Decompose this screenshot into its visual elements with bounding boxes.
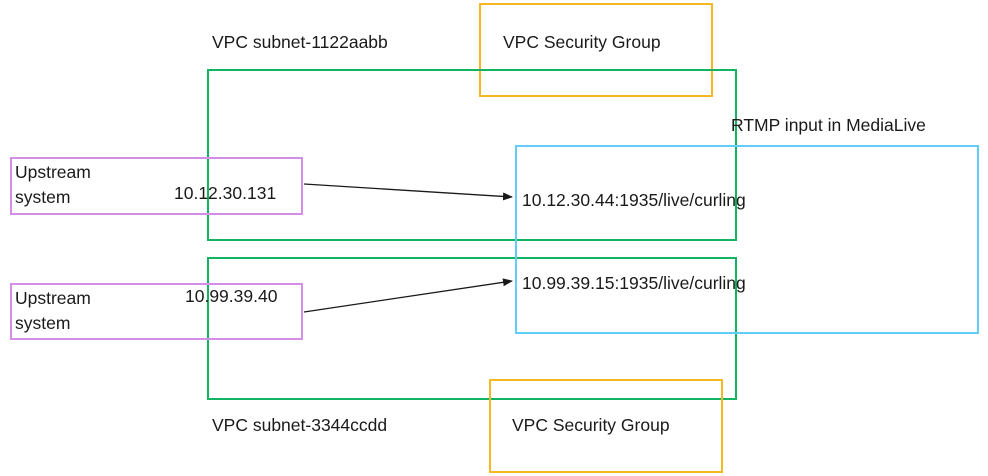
upstream-system-top-ip: 10.12.30.131 (174, 183, 277, 203)
upstream-system-top-name-line2: system (15, 187, 71, 207)
vpc-subnet-bottom-box (207, 257, 737, 400)
rtmp-endpoint-bottom-url: 10.99.39.15:1935/live/curling (522, 273, 746, 293)
security-group-bottom-box (489, 379, 723, 473)
vpc-subnet-bottom-label: VPC subnet-3344ccdd (212, 415, 388, 435)
upstream-system-bottom-name-line1: Upstream (15, 288, 91, 308)
upstream-system-bottom-ip: 10.99.39.40 (185, 286, 278, 306)
security-group-top-label: VPC Security Group (503, 32, 661, 52)
security-group-bottom-label: VPC Security Group (512, 415, 670, 435)
rtmp-input-medialive-box (515, 145, 979, 334)
security-group-top-box (479, 3, 713, 97)
rtmp-endpoint-top-url: 10.12.30.44:1935/live/curling (522, 190, 746, 210)
upstream-system-top-box (10, 157, 303, 215)
rtmp-input-label: RTMP input in MediaLive (731, 115, 926, 135)
vpc-subnet-top-label: VPC subnet-1122aabb (212, 32, 388, 52)
vpc-subnet-top-box (207, 69, 737, 241)
upstream-system-top-name-line1: Upstream (15, 162, 91, 182)
upstream-system-bottom-box (10, 283, 303, 340)
upstream-system-bottom-name-line2: system (15, 313, 71, 333)
